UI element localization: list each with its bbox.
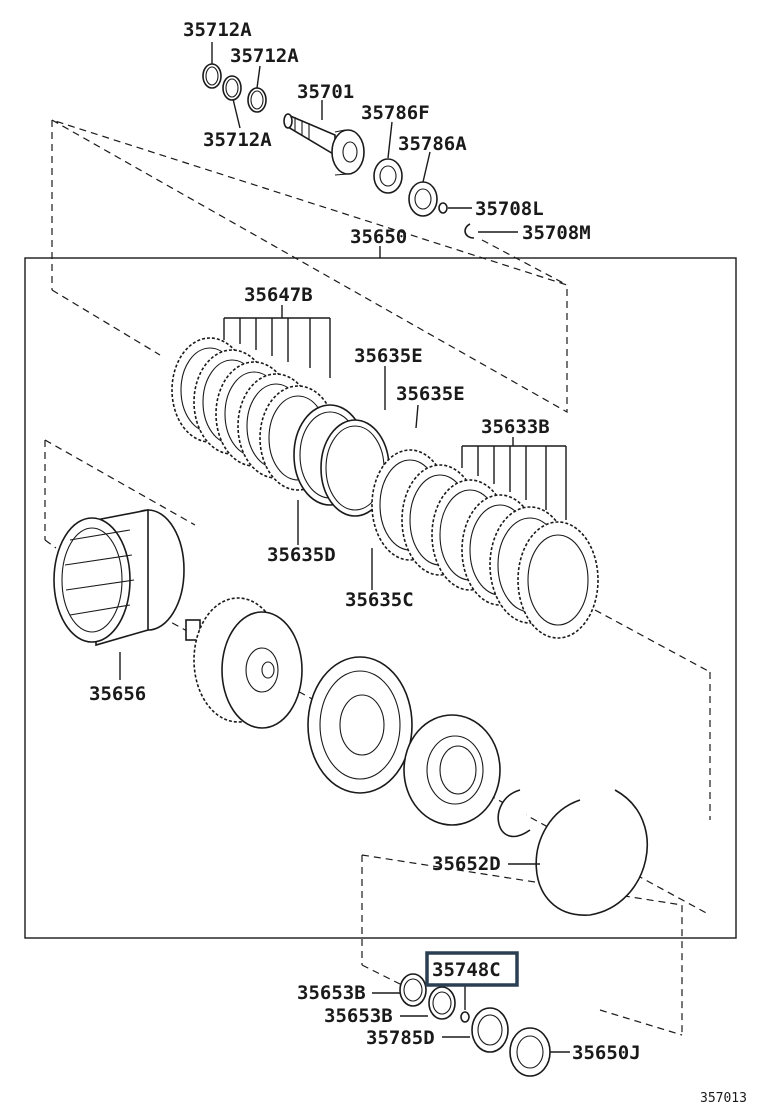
guide-middle-a <box>44 439 196 526</box>
label-35635d: 35635D <box>267 544 336 566</box>
label-35656: 35656 <box>89 683 146 705</box>
clutch-pack-lower <box>371 449 599 639</box>
snap-ring-small <box>497 789 531 838</box>
guide-upper-c <box>481 239 568 286</box>
input-shaft-35701 <box>283 113 365 176</box>
label-35635e-1: 35635E <box>354 345 423 367</box>
guide-lower <box>361 854 683 1035</box>
highlight-box-35748c <box>425 951 519 987</box>
thrust-washer-35786a <box>408 181 438 217</box>
guide-upper <box>51 119 568 414</box>
label-35712a-2: 35712A <box>230 45 299 67</box>
label-35647b: 35647B <box>244 284 313 306</box>
snap-ring-35652d <box>535 789 649 916</box>
guide-middle-b <box>44 539 57 549</box>
guide-lower-b <box>361 964 403 986</box>
thrust-washer-35786f <box>373 158 403 194</box>
label-35708l: 35708L <box>475 198 544 220</box>
bearing-35650j <box>509 1027 551 1077</box>
label-35708m: 35708M <box>522 222 591 244</box>
clutch-piston <box>307 656 413 794</box>
washer-35785d <box>471 1007 509 1053</box>
guide-upper-b <box>51 289 161 356</box>
label-35712a-3: 35712A <box>203 129 272 151</box>
label-35701: 35701 <box>297 81 354 103</box>
label-35635e-2: 35635E <box>396 383 465 405</box>
guide-middle-d <box>594 609 711 673</box>
clutch-pack-upper <box>171 337 390 517</box>
label-35786f: 35786F <box>361 102 430 124</box>
label-35650: 35650 <box>350 226 407 248</box>
label-35712a-1: 35712A <box>183 19 252 41</box>
o-ring-35708l <box>438 202 448 214</box>
label-35653b-1: 35653B <box>297 982 366 1004</box>
label-35652d: 35652D <box>432 853 501 875</box>
clutch-drum-35656 <box>53 509 185 647</box>
spring-retainer <box>403 714 501 826</box>
label-35748c: 35748C <box>432 959 501 981</box>
clutch-hub <box>185 597 303 729</box>
label-35633b: 35633B <box>481 416 550 438</box>
label-35653b-2: 35653B <box>324 1005 393 1027</box>
label-35650j: 35650J <box>572 1042 641 1064</box>
guide-lower-c <box>599 1009 683 1036</box>
o-ring-35748c <box>460 1011 470 1023</box>
label-35635c: 35635C <box>345 589 414 611</box>
seal-ring-35708m <box>464 223 475 239</box>
figure-number: 357013 <box>700 1091 747 1106</box>
label-35786a: 35786A <box>398 133 467 155</box>
label-35785d: 35785D <box>366 1027 435 1049</box>
